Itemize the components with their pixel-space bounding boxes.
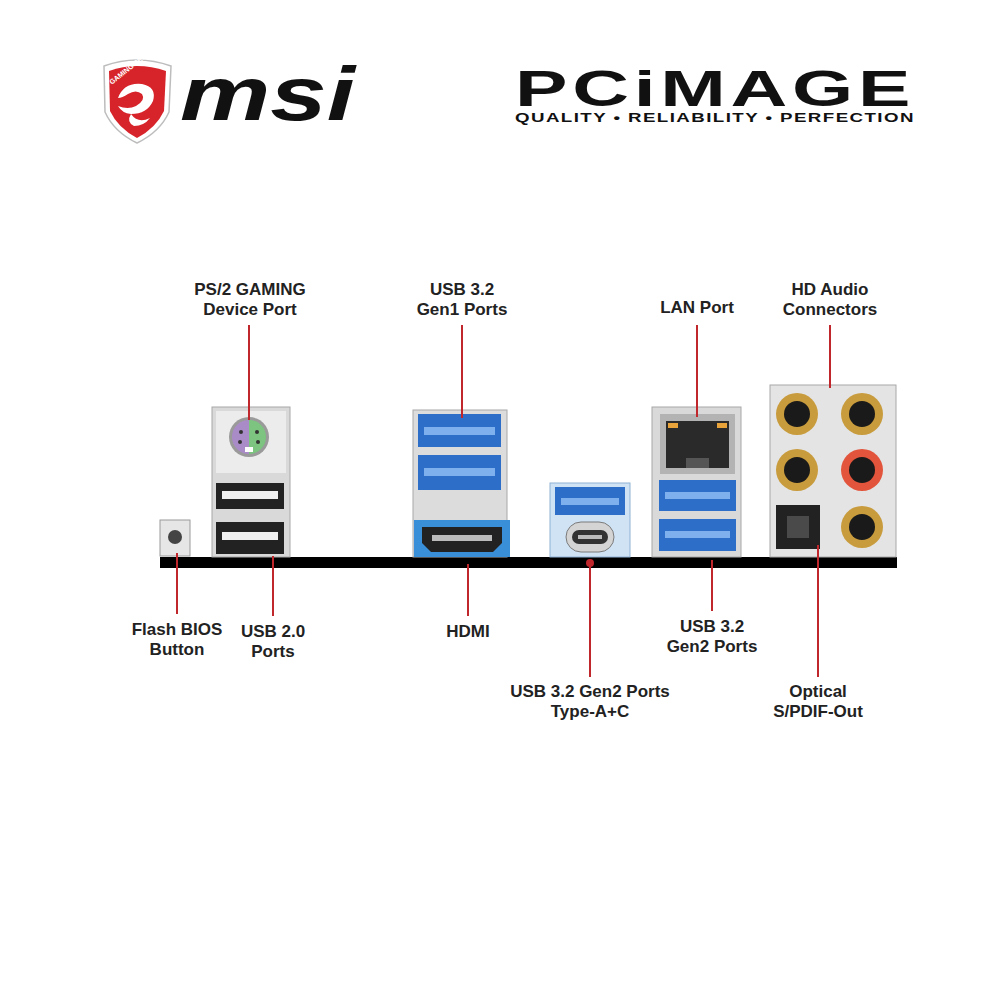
- usb2-port: [216, 483, 284, 509]
- usb3-port: [418, 414, 501, 447]
- stack-shell: [770, 385, 896, 557]
- jack-ring: [776, 449, 818, 491]
- jack-ring: [841, 449, 883, 491]
- jack-hole: [784, 457, 810, 483]
- stack-face: [216, 411, 286, 473]
- leader-dot: [586, 559, 594, 567]
- ps2-key: [245, 447, 253, 452]
- usb-c-tongue: [578, 535, 602, 539]
- jack-ring: [841, 393, 883, 435]
- ps2-usb2-stack: [212, 407, 290, 557]
- usb2-tongue: [222, 491, 278, 499]
- usb3-port: [659, 519, 736, 551]
- callout-label: USB 3.2 Gen1 Ports: [412, 280, 512, 320]
- jack-ring: [776, 393, 818, 435]
- hdmi-shell: [414, 520, 510, 557]
- rj45-port: [666, 421, 729, 468]
- audio-jack: [841, 506, 883, 548]
- dragon: [118, 84, 154, 114]
- dragon-tail: [129, 114, 150, 126]
- button-body: [160, 520, 190, 556]
- usb3-tongue: [424, 427, 495, 435]
- jack-hole: [849, 514, 875, 540]
- leader-line: [461, 325, 463, 418]
- usb-c-port: [566, 522, 614, 552]
- shield-rim: [104, 60, 171, 143]
- stack-shell: [550, 483, 630, 557]
- leader-line: [272, 556, 274, 616]
- usb3-tongue: [665, 531, 730, 538]
- usb-a-tongue: [561, 498, 619, 505]
- audio-jack: [776, 393, 818, 435]
- callout-label: Flash BIOS Button: [122, 620, 232, 660]
- stack-shell: [212, 407, 290, 557]
- rj45-led: [668, 423, 678, 428]
- optical-port: [776, 505, 820, 549]
- jack-ring: [841, 506, 883, 548]
- ps2-ring: [229, 417, 269, 457]
- rj45-tab: [686, 458, 709, 468]
- callout-label: USB 3.2 Gen2 Ports: [662, 617, 762, 657]
- msi-shield: [104, 60, 171, 143]
- ps2-pin: [256, 440, 260, 444]
- hdmi-tongue: [432, 535, 492, 541]
- flash-bios-button: [160, 520, 190, 556]
- button-cap: [168, 530, 182, 544]
- callout-label: USB 3.2 Gen2 Ports Type-A+C: [505, 682, 675, 722]
- leader-line: [176, 553, 178, 614]
- callout-label: HD Audio Connectors: [770, 280, 890, 320]
- leader-line: [248, 325, 250, 420]
- callout-label: Optical S/PDIF-Out: [768, 682, 868, 722]
- store-tagline: QUALITY • RELIABILITY • PERFECTION: [515, 111, 915, 125]
- ps2-pin: [255, 430, 259, 434]
- audio-jack: [841, 393, 883, 435]
- callout-label: USB 2.0 Ports: [233, 622, 313, 662]
- callout-label: LAN Port: [647, 298, 747, 318]
- store-logo: PCiMAGE: [515, 62, 915, 117]
- usb-c-inner: [572, 530, 608, 544]
- rj45-shell: [660, 414, 735, 474]
- usb3-port: [659, 480, 736, 511]
- callout-label: HDMI: [428, 622, 508, 642]
- usb3-tongue: [665, 492, 730, 499]
- leader-lines: [177, 325, 830, 677]
- lan-usb-gen2-stack: [652, 407, 741, 557]
- ps2-pin: [239, 430, 243, 434]
- audio-jack: [841, 449, 883, 491]
- usb3-port: [418, 455, 501, 490]
- panel-bar: [160, 557, 897, 568]
- leader-line: [829, 325, 831, 388]
- leader-line: [696, 325, 698, 417]
- callout-label: PS/2 GAMING Device Port: [185, 280, 315, 320]
- audio-jack: [776, 449, 818, 491]
- ps2-pin: [238, 440, 242, 444]
- leader-line: [589, 564, 591, 677]
- jack-hole: [784, 401, 810, 427]
- brand-logo: msi: [180, 52, 355, 136]
- jack-hole: [849, 401, 875, 427]
- usb3-tongue: [424, 468, 495, 476]
- hdmi-port: [422, 527, 502, 552]
- leader-line: [711, 560, 713, 611]
- leader-line: [467, 564, 469, 616]
- jack-hole: [849, 457, 875, 483]
- usb2-port: [216, 522, 284, 554]
- rj45-led: [717, 423, 727, 428]
- stack-shell: [652, 407, 741, 557]
- optical-inner: [787, 516, 809, 538]
- audio-stack: [770, 385, 896, 557]
- usb2-tongue: [222, 532, 278, 540]
- usb-gen1-hdmi-stack: [413, 410, 510, 557]
- leader-line: [817, 545, 819, 677]
- usb-a-port: [555, 487, 625, 515]
- stack-shell: [413, 410, 507, 557]
- usb-a-c-stack: [550, 483, 630, 557]
